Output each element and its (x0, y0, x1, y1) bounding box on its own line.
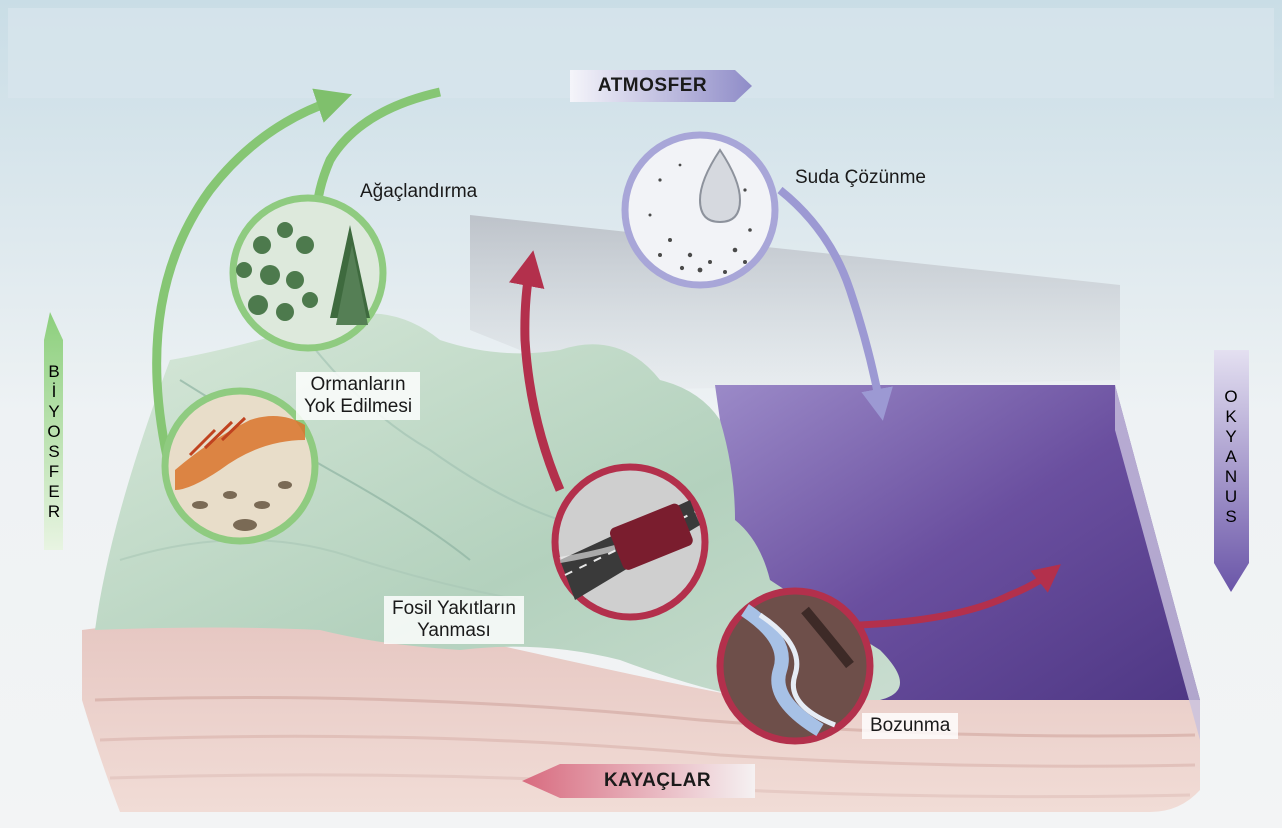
fossil-fuel-label-line2: Yanması (392, 620, 516, 642)
weathering-label: Bozunma (862, 713, 958, 739)
vertical-letter: N (1225, 467, 1237, 487)
vertical-letter: F (49, 462, 59, 482)
vertical-letter: O (47, 422, 60, 442)
vertical-letter: S (1225, 507, 1236, 527)
deforestation-label-line2: Yok Edilmesi (304, 396, 412, 418)
vertical-letter: O (1224, 387, 1237, 407)
vertical-letter: K (1225, 407, 1236, 427)
deforestation-label: Ormanların Yok Edilmesi (296, 372, 420, 420)
rocks-label-text: KAYAÇLAR (604, 770, 711, 792)
weathering-circle (720, 591, 870, 741)
vertical-letter: B (48, 362, 59, 382)
vertical-letter: Y (48, 402, 59, 422)
vertical-letter: E (48, 482, 59, 502)
afforestation-circle (233, 198, 383, 348)
deforestation-label-line1: Ormanların (304, 374, 412, 396)
dissolution-label: Suda Çözünme (795, 167, 926, 189)
deforestation-circle (165, 391, 315, 541)
weathering-label-text: Bozunma (870, 715, 950, 736)
atmosphere-label: ATMOSFER (570, 70, 735, 102)
vertical-letter: İ (52, 382, 57, 402)
fossil-fuel-label-line1: Fosil Yakıtların (392, 598, 516, 620)
vertical-letter: S (48, 442, 59, 462)
vertical-letter: Y (1225, 427, 1236, 447)
dissolution-label-text: Suda Çözünme (795, 167, 926, 188)
vertical-letter: U (1225, 487, 1237, 507)
fossil-fuel-label: Fosil Yakıtların Yanması (384, 596, 524, 644)
afforestation-label-text: Ağaçlandırma (360, 181, 477, 202)
dissolution-circle (625, 135, 775, 285)
atmosphere-label-text: ATMOSFER (598, 75, 707, 97)
rocks-label: KAYAÇLAR (560, 764, 755, 798)
afforestation-label: Ağaçlandırma (360, 181, 477, 203)
vertical-letter: A (1225, 447, 1236, 467)
vertical-letter: R (48, 502, 60, 522)
fossil-fuel-circle (555, 467, 705, 617)
